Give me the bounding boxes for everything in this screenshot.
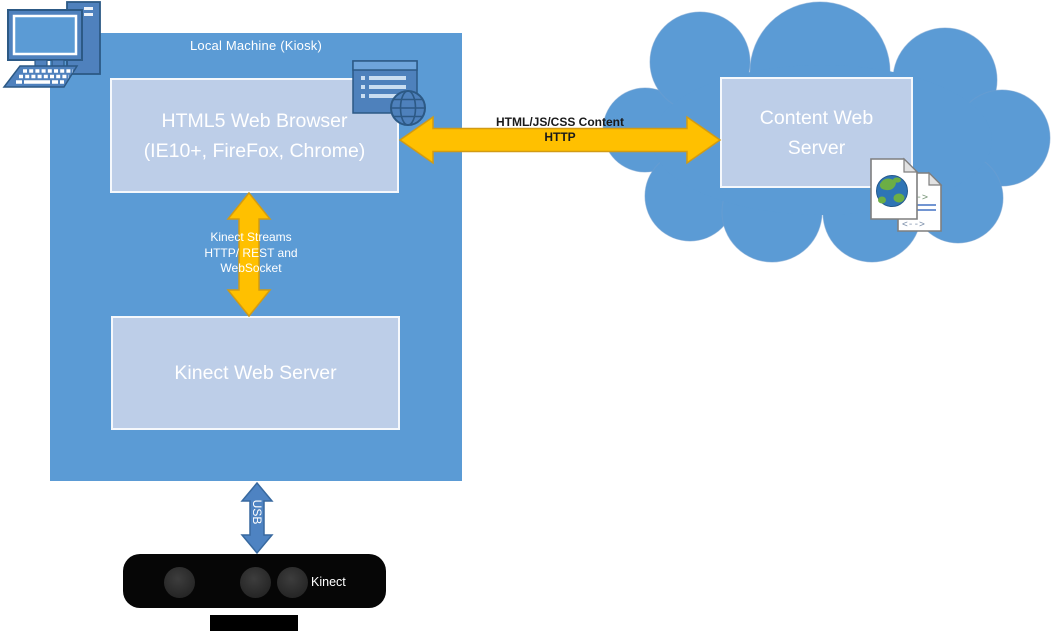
local-machine-title: Local Machine (Kiosk) bbox=[189, 38, 323, 53]
content-http-label-line1: HTML/JS/CSS Content bbox=[496, 115, 624, 129]
kinect-streams-label-line2: HTTP/ REST and bbox=[204, 245, 298, 260]
kinect-device bbox=[123, 554, 386, 608]
globe-document-icon bbox=[870, 157, 919, 220]
globe-icon bbox=[876, 175, 908, 207]
browser-box-label-line1: HTML5 Web Browser bbox=[161, 109, 348, 132]
html5-browser-box: HTML5 Web Browser (IE10+, FireFox, Chrom… bbox=[110, 78, 399, 193]
kinect-lens-icon bbox=[240, 567, 271, 598]
kinect-device-label: Kinect bbox=[311, 575, 346, 589]
kinect-lens-icon bbox=[164, 567, 195, 598]
desktop-computer-icon bbox=[2, 1, 101, 88]
globe-icon bbox=[390, 90, 426, 126]
window-titlebar bbox=[352, 60, 418, 71]
web-documents-icon: -> <--> bbox=[870, 157, 943, 232]
kinect-streams-label: Kinect Streams HTTP/ REST and WebSocket bbox=[175, 230, 327, 277]
usb-label: USB bbox=[250, 499, 264, 525]
content-http-arrow bbox=[398, 115, 722, 165]
svg-text:->: -> bbox=[916, 192, 928, 203]
usb-arrow bbox=[240, 481, 274, 555]
kinect-streams-arrow bbox=[226, 191, 272, 318]
computer-monitor bbox=[7, 9, 83, 69]
list-icon bbox=[361, 76, 406, 98]
browser-box-label-line2: (IE10+, FireFox, Chrome) bbox=[143, 139, 366, 162]
content-http-label-line2: HTTP bbox=[544, 130, 576, 144]
computer-keyboard bbox=[2, 65, 79, 88]
kinect-server-box-label: Kinect Web Server bbox=[174, 362, 337, 384]
browser-window-icon bbox=[352, 60, 426, 126]
content-server-label-line1: Content Web bbox=[759, 106, 874, 129]
kinect-device-stand bbox=[210, 615, 298, 631]
kinect-web-server-box: Kinect Web Server bbox=[111, 316, 400, 430]
kinect-streams-label-line3: WebSocket bbox=[220, 261, 282, 275]
kinect-lens-icon bbox=[277, 567, 308, 598]
content-server-label-line2: Server bbox=[787, 136, 846, 159]
svg-text:<-->: <--> bbox=[902, 219, 925, 230]
content-http-label: HTML/JS/CSS Content HTTP bbox=[430, 115, 690, 145]
kinect-streams-label-line1: Kinect Streams bbox=[210, 230, 292, 244]
